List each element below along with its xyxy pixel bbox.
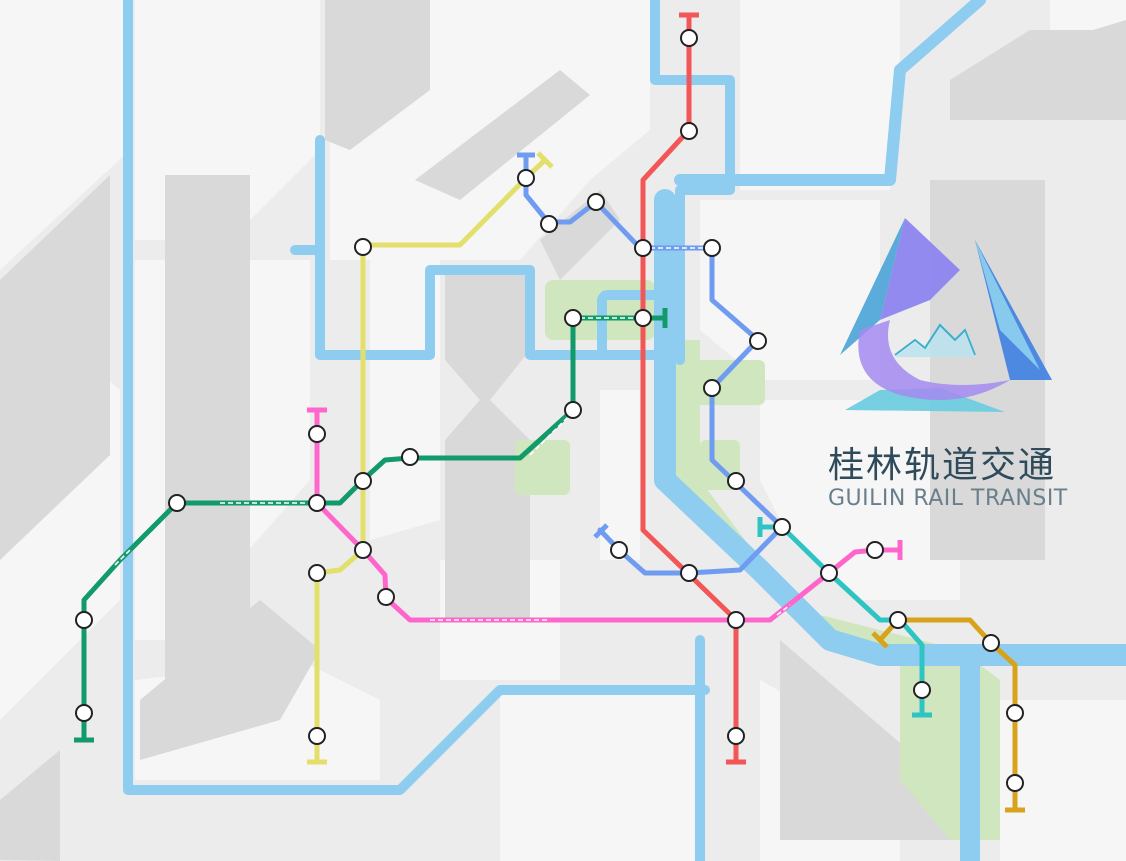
station[interactable] [680,122,698,140]
station[interactable] [308,727,326,745]
station[interactable] [749,332,767,350]
station[interactable] [354,472,372,490]
station[interactable] [75,704,93,722]
station[interactable] [703,379,721,397]
station[interactable] [1006,704,1024,722]
station[interactable] [354,541,372,559]
station[interactable] [308,564,326,582]
dashed-segments [114,247,791,621]
station[interactable] [913,681,931,699]
station[interactable] [680,564,698,582]
station[interactable] [168,494,186,512]
stations [75,29,1024,792]
station[interactable] [866,541,884,559]
line-pink[interactable] [314,407,903,623]
station[interactable] [982,634,1000,652]
station[interactable] [308,425,326,443]
station[interactable] [587,193,605,211]
triangle-mountain-logo [840,218,1052,412]
station[interactable] [820,564,838,582]
station[interactable] [75,611,93,629]
station[interactable] [377,588,395,606]
station[interactable] [354,238,372,256]
station[interactable] [703,239,721,257]
brand-name-cn: 桂林轨道交通 [828,445,1056,486]
line-red[interactable] [640,12,739,763]
brand-name-en: GUILIN RAIL TRANSIT [828,486,1068,511]
station[interactable] [634,239,652,257]
station[interactable] [1006,774,1024,792]
station[interactable] [564,401,582,419]
station[interactable] [680,29,698,47]
station[interactable] [889,611,907,629]
station[interactable] [610,541,628,559]
station[interactable] [517,169,535,187]
station[interactable] [540,215,558,233]
station[interactable] [564,309,582,327]
station[interactable] [727,472,745,490]
station[interactable] [727,611,745,629]
station[interactable] [727,727,745,745]
station[interactable] [634,309,652,327]
station[interactable] [773,518,791,536]
station[interactable] [401,448,419,466]
station[interactable] [308,494,326,512]
line-terminals [74,12,1025,813]
